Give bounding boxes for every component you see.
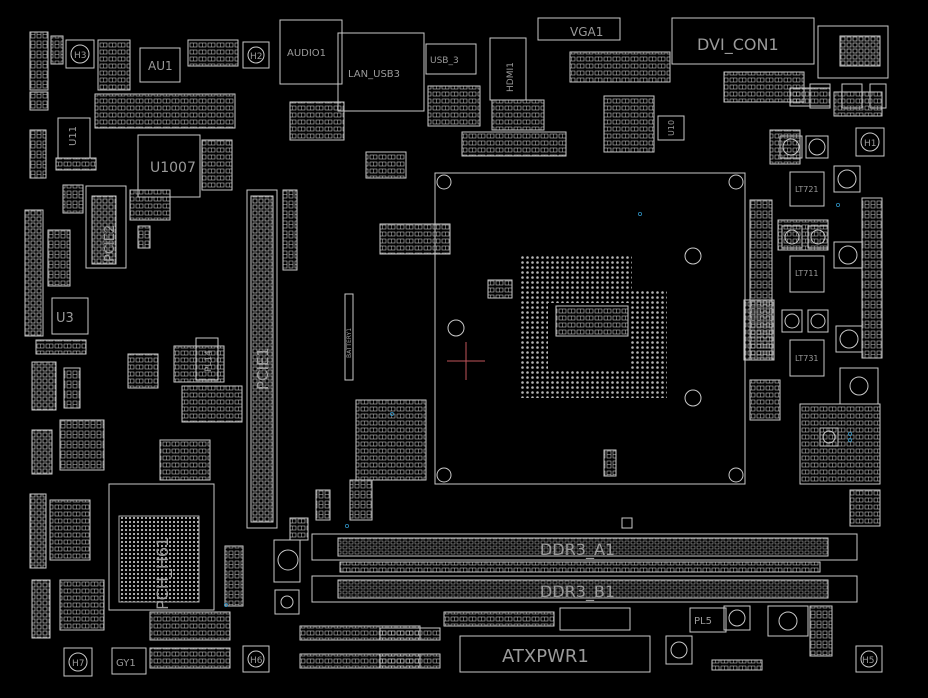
connector-atxpwr1[interactable] <box>459 635 651 673</box>
passive-cluster-a[interactable] <box>97 39 131 91</box>
dimm-ddr3-a1[interactable] <box>311 533 858 561</box>
label-lt731: LT731 <box>795 354 819 363</box>
label-lan-usb: LAN_USB3 <box>348 69 400 80</box>
label-battery: BATTERY1 <box>346 328 353 358</box>
inductor-lt721[interactable] <box>789 171 825 207</box>
label-u11: U11 <box>68 126 79 146</box>
chip-u10[interactable] <box>657 115 685 141</box>
mount-hole-h6[interactable] <box>242 645 270 673</box>
connector-audio1[interactable] <box>279 19 343 85</box>
chip-u3[interactable] <box>51 297 89 335</box>
label-gy1: GY1 <box>116 658 136 669</box>
mosfet-q1[interactable] <box>274 589 300 615</box>
pcie2-connector-area[interactable] <box>85 185 127 269</box>
label-u3: U3 <box>56 311 74 326</box>
dimm-ddr3-b1[interactable] <box>311 575 858 603</box>
label-h2: H2 <box>250 52 263 62</box>
label-h6: H6 <box>250 656 263 666</box>
left-edge-passives[interactable] <box>29 31 49 91</box>
label-h3: H3 <box>74 51 87 61</box>
inductor-lt731[interactable] <box>789 339 825 377</box>
mount-hole-h5[interactable] <box>855 645 883 673</box>
chip-q81[interactable] <box>559 607 631 631</box>
label-pl5: PL5 <box>694 616 712 627</box>
mount-hole-top-left[interactable] <box>65 39 95 69</box>
connector-ps2[interactable] <box>817 25 889 79</box>
label-pcie2: PCIE2 <box>103 225 118 262</box>
passive-cluster-c[interactable] <box>94 93 236 129</box>
passive-cluster-b[interactable] <box>187 39 239 67</box>
mount-hole-h7[interactable] <box>63 647 93 677</box>
label-lt721: LT721 <box>795 185 819 194</box>
inductor-pl5[interactable] <box>689 607 727 633</box>
pch-chip-outline[interactable] <box>108 483 215 611</box>
mount-hole-h1[interactable] <box>855 127 885 157</box>
label-ddr3-b1: DDR3_B1 <box>540 582 615 602</box>
battery-holder[interactable] <box>344 293 354 381</box>
label-ddr3-a1: DDR3_A1 <box>540 540 615 560</box>
crystal-gy1[interactable] <box>111 647 147 675</box>
connector-vga[interactable] <box>537 17 621 41</box>
passive-column[interactable] <box>50 35 64 65</box>
label-dvi: DVI_CON1 <box>697 35 779 55</box>
inductor-pl14[interactable] <box>195 337 219 381</box>
label-au1: AU1 <box>148 59 173 73</box>
label-h1: H1 <box>864 139 877 149</box>
label-u1007: U1007 <box>150 160 196 176</box>
label-h5: H5 <box>862 656 875 666</box>
mount-hole-h2[interactable] <box>242 41 270 69</box>
connector-lan-usb[interactable] <box>337 32 425 112</box>
label-pch: PCH_H61 <box>153 537 173 610</box>
connector-usb[interactable] <box>425 43 477 75</box>
left-header-3[interactable] <box>29 493 47 569</box>
inductor-lt711[interactable] <box>789 255 825 293</box>
left-edge-passives-2[interactable] <box>29 129 47 179</box>
left-header[interactable] <box>24 209 44 337</box>
label-lt711: LT711 <box>795 269 819 278</box>
label-pcie1: PCIE1 <box>254 347 272 390</box>
chip-au1[interactable] <box>139 47 181 83</box>
cpu-pin-grid[interactable] <box>519 254 667 398</box>
label-pl14: PL14 <box>204 350 214 372</box>
label-usb: USB_3 <box>430 56 459 66</box>
label-u10: U10 <box>667 120 676 136</box>
chip-q31[interactable] <box>273 539 301 583</box>
label-vga: VGA1 <box>570 25 603 39</box>
connector-dvi[interactable] <box>671 17 815 65</box>
left-header-2[interactable] <box>31 361 57 411</box>
label-atxpwr1: ATXPWR1 <box>502 646 589 667</box>
label-hdmi: HDMI1 <box>506 62 516 92</box>
label-h7: H7 <box>72 659 85 669</box>
chip-right-mid[interactable] <box>839 367 879 405</box>
label-audio1: AUDIO1 <box>287 48 326 59</box>
crosshair-marker <box>447 342 485 380</box>
pcie1-slot[interactable] <box>246 189 278 529</box>
pch-bga-grid[interactable] <box>118 515 200 603</box>
